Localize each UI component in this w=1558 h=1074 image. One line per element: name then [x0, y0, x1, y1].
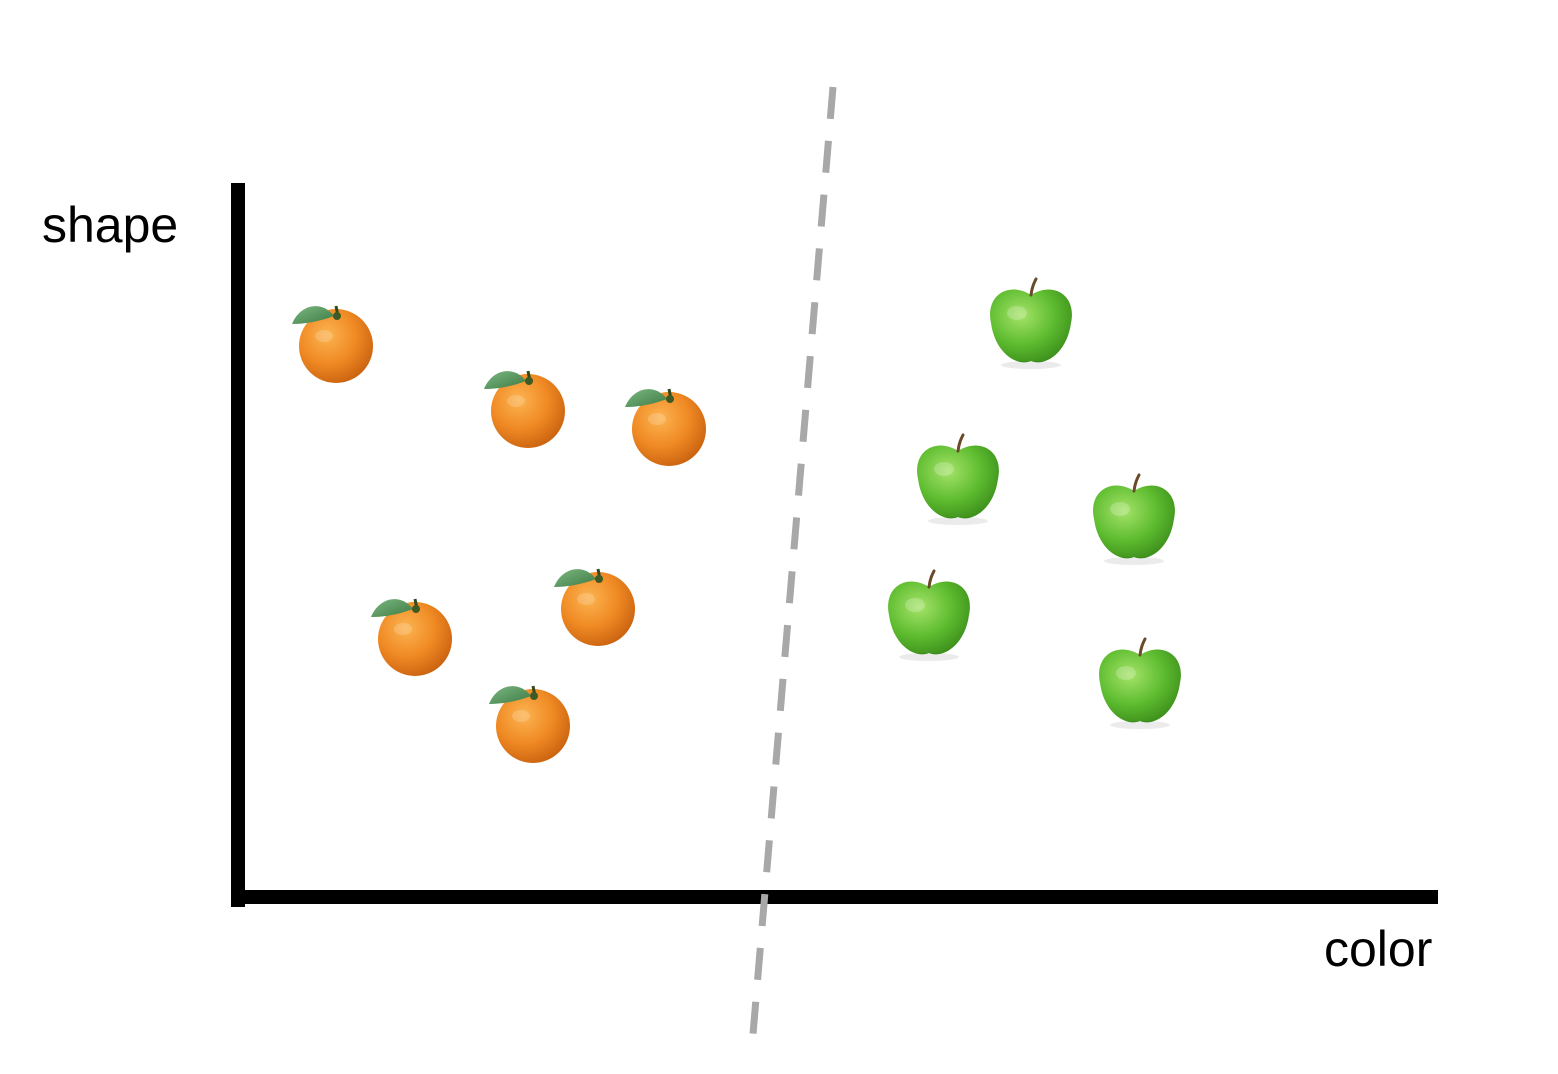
- apple-icon: [1091, 473, 1177, 567]
- orange-icon: [482, 369, 567, 450]
- orange-icon: [552, 567, 637, 648]
- apple-icon: [886, 569, 972, 663]
- apple-icon: [915, 433, 1001, 527]
- orange-icon: [487, 684, 572, 765]
- orange-icon: [369, 597, 454, 678]
- y-axis-label: shape: [42, 197, 179, 253]
- apple-icon: [1097, 637, 1183, 731]
- x-axis-label: color: [1324, 921, 1433, 977]
- orange-icon: [290, 304, 375, 385]
- orange-icon: [623, 387, 708, 468]
- apple-icon: [988, 277, 1074, 371]
